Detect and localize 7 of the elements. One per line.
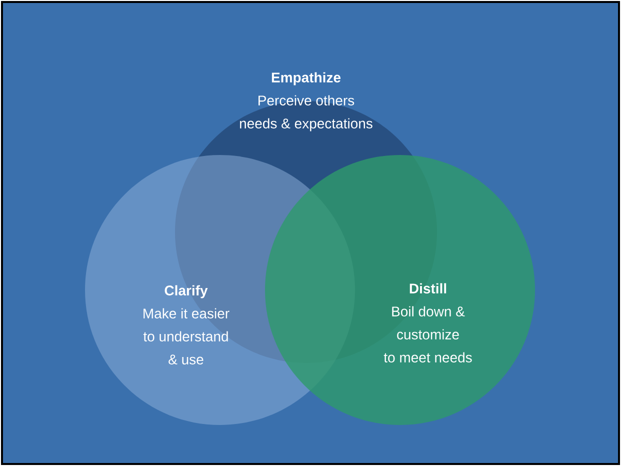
description: Make it easier to understand & use (143, 308, 230, 364)
heading: Empathize (272, 72, 341, 86)
venn-circle (265, 155, 535, 425)
heading: Distill (410, 283, 446, 294)
description: Perceive others needs & expectations (240, 95, 372, 132)
heading: Clarify (164, 285, 208, 298)
description: Boil down & customize to meet needs (384, 306, 472, 362)
